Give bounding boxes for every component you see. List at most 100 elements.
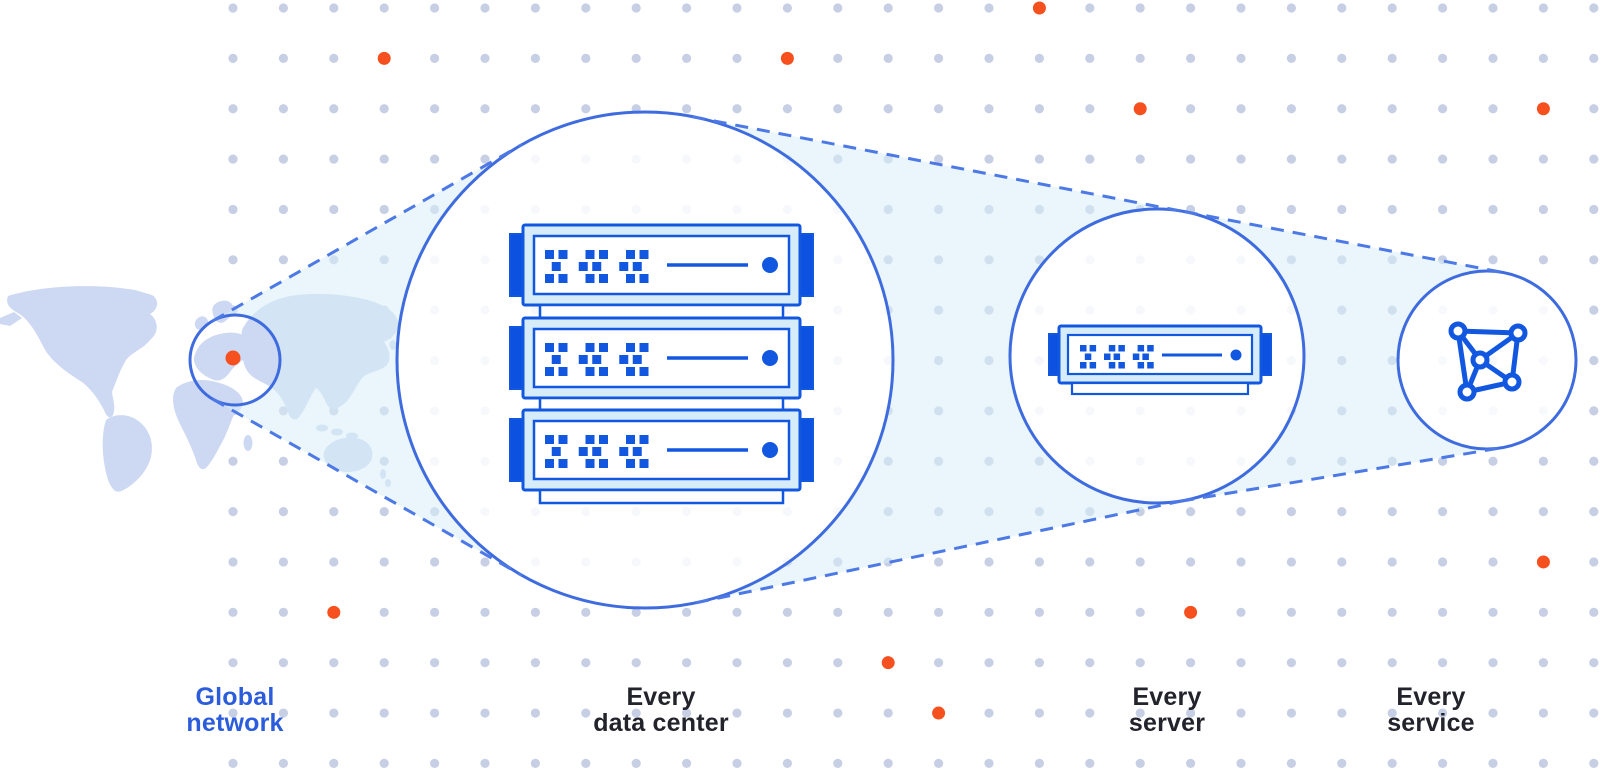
grid-dot: [1538, 758, 1548, 769]
grid-dot: [1034, 557, 1044, 567]
grid-dot: [1538, 507, 1548, 517]
grid-dot: [782, 658, 793, 668]
grid-dot: [1488, 708, 1498, 718]
grid-dot: [782, 708, 793, 718]
vent-dot: [1118, 345, 1125, 352]
dashed-line-cone2-top: [691, 115, 1186, 214]
grid-dot: [228, 154, 238, 164]
grid-dot: [228, 658, 238, 668]
vent-dot: [1132, 353, 1140, 360]
grid-dot: [1337, 557, 1347, 567]
grid-dot: [379, 3, 389, 13]
zoom-cone-server-to-service: [1181, 211, 1504, 502]
grid-dot: [934, 758, 944, 769]
grid-dot: [934, 557, 944, 567]
grid-dot: [530, 104, 541, 114]
grid-dot: [833, 607, 843, 617]
grid-dot: [1286, 658, 1296, 668]
grid-dot: [480, 53, 490, 63]
grid-dot: [1589, 355, 1599, 366]
grid-dot: [278, 507, 288, 517]
grid-dot: [379, 557, 389, 567]
dashed-line-cone3-bottom: [1180, 446, 1502, 503]
grid-dot: [228, 3, 238, 13]
grid-dot: [278, 104, 288, 114]
grid-dot: [1085, 154, 1095, 164]
grid-dot: [732, 53, 742, 63]
grid-dot: [1438, 3, 1448, 13]
grid-dot: [1337, 204, 1347, 215]
grid-dot: [228, 255, 238, 265]
vent-dot: [599, 274, 608, 283]
grid-dot: [732, 758, 742, 769]
grid-dot: [631, 658, 641, 668]
grid-dot: [984, 3, 994, 13]
grid-dot: [1387, 3, 1397, 13]
grid-dot: [1286, 708, 1296, 718]
grid-dot: [329, 3, 339, 13]
grid-dot: [379, 758, 389, 769]
grid-dot: [1438, 658, 1448, 668]
grid-dot: [480, 104, 490, 114]
grid-dot: [1589, 658, 1599, 668]
orange-dot: [780, 51, 794, 65]
vent-dot: [1108, 345, 1116, 352]
grid-dot: [1589, 557, 1599, 567]
grid-dot: [1589, 607, 1599, 617]
vent-dot: [626, 459, 635, 468]
orange-accent-dots: [327, 1, 1550, 720]
grid-dot: [1135, 557, 1145, 567]
vent-dot: [585, 367, 595, 376]
grid-dot: [1438, 607, 1448, 617]
vent-dot: [545, 274, 554, 283]
grid-dot: [1236, 3, 1246, 13]
grid-dot: [984, 607, 994, 617]
grid-dot: [934, 658, 944, 668]
grid-dot: [1488, 758, 1498, 769]
orange-dot: [377, 51, 391, 65]
grid-dot: [430, 3, 440, 13]
grid-dot: [1488, 104, 1498, 114]
grid-dot: [1438, 104, 1448, 114]
grid-dot: [883, 607, 893, 617]
grid-dot: [228, 53, 238, 63]
grid-dot: [1387, 104, 1397, 114]
grid-dot: [732, 607, 742, 617]
vent-dot: [1137, 362, 1145, 369]
stage-label-line2: service: [1387, 709, 1475, 737]
grid-dot: [1488, 204, 1498, 215]
server-faceplate: [532, 327, 791, 389]
grid-dot: [430, 758, 440, 769]
vent-dot: [639, 459, 649, 468]
stage-label-line1: Every: [1132, 683, 1202, 711]
vent-dot: [619, 355, 629, 364]
vent-dot: [599, 343, 608, 352]
grid-dot: [278, 3, 288, 13]
grid-dot: [228, 758, 238, 769]
server-unit-2: [509, 316, 814, 413]
vent-dot: [599, 367, 608, 376]
stage-label-every-server: Every server: [1129, 684, 1205, 736]
grid-dot: [1236, 758, 1246, 769]
grid-dot: [430, 53, 440, 63]
grid-dot: [1236, 708, 1246, 718]
dashed-connectors: [211, 115, 1504, 605]
map-region-circle: [188, 313, 282, 407]
grid-dot: [530, 607, 541, 617]
grid-dot: [1337, 507, 1347, 517]
orange-dot: [1133, 102, 1147, 116]
mesh-edge-left: [1455, 330, 1470, 393]
zoom-cone-datacenter-to-server: [692, 116, 1188, 603]
server-rack-icon: [509, 223, 814, 505]
vent-dot: [585, 250, 595, 259]
vent-dot: [599, 250, 608, 259]
island-madagascar: [243, 435, 253, 451]
orange-dot: [1536, 555, 1550, 569]
grid-dot: [833, 104, 843, 114]
grid-dot: [682, 104, 692, 114]
grid-dot: [934, 154, 944, 164]
grid-dot: [379, 708, 389, 718]
grid-dot: [1085, 104, 1095, 114]
